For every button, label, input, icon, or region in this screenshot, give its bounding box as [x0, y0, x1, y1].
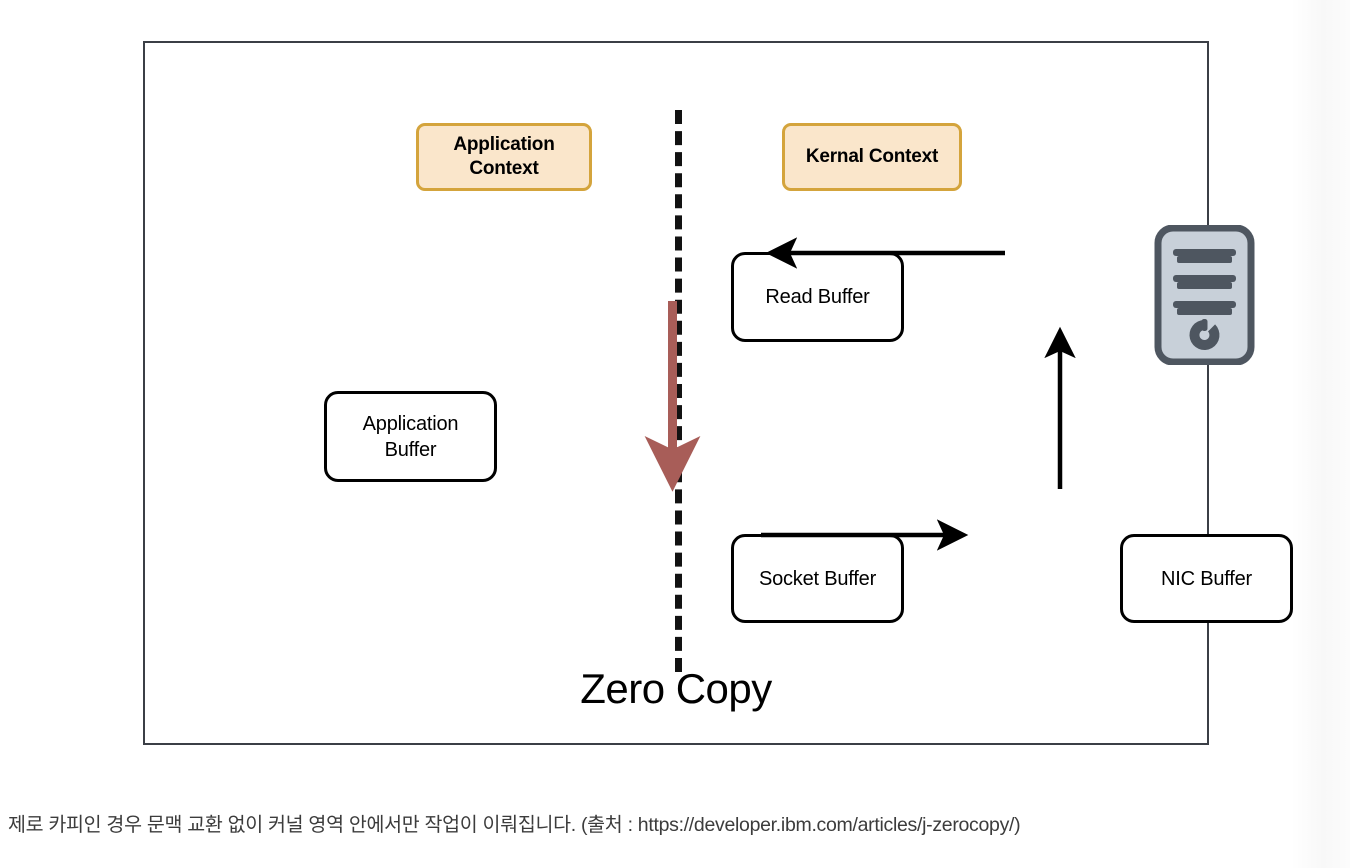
page-right-shadow — [1290, 0, 1350, 868]
socket-buffer-node: Socket Buffer — [731, 534, 904, 623]
kernel-context-label: Kernal Context — [782, 123, 962, 191]
diagram-title: Zero Copy — [580, 665, 772, 712]
server-icon — [1154, 225, 1255, 365]
nic-buffer-node: NIC Buffer — [1120, 534, 1293, 623]
read-buffer-node: Read Buffer — [731, 252, 904, 342]
context-divider-dashed-line — [675, 110, 682, 672]
figure-caption: 제로 카피인 경우 문맥 교환 없이 커널 영역 안에서만 작업이 이뤄집니다.… — [8, 814, 1021, 836]
